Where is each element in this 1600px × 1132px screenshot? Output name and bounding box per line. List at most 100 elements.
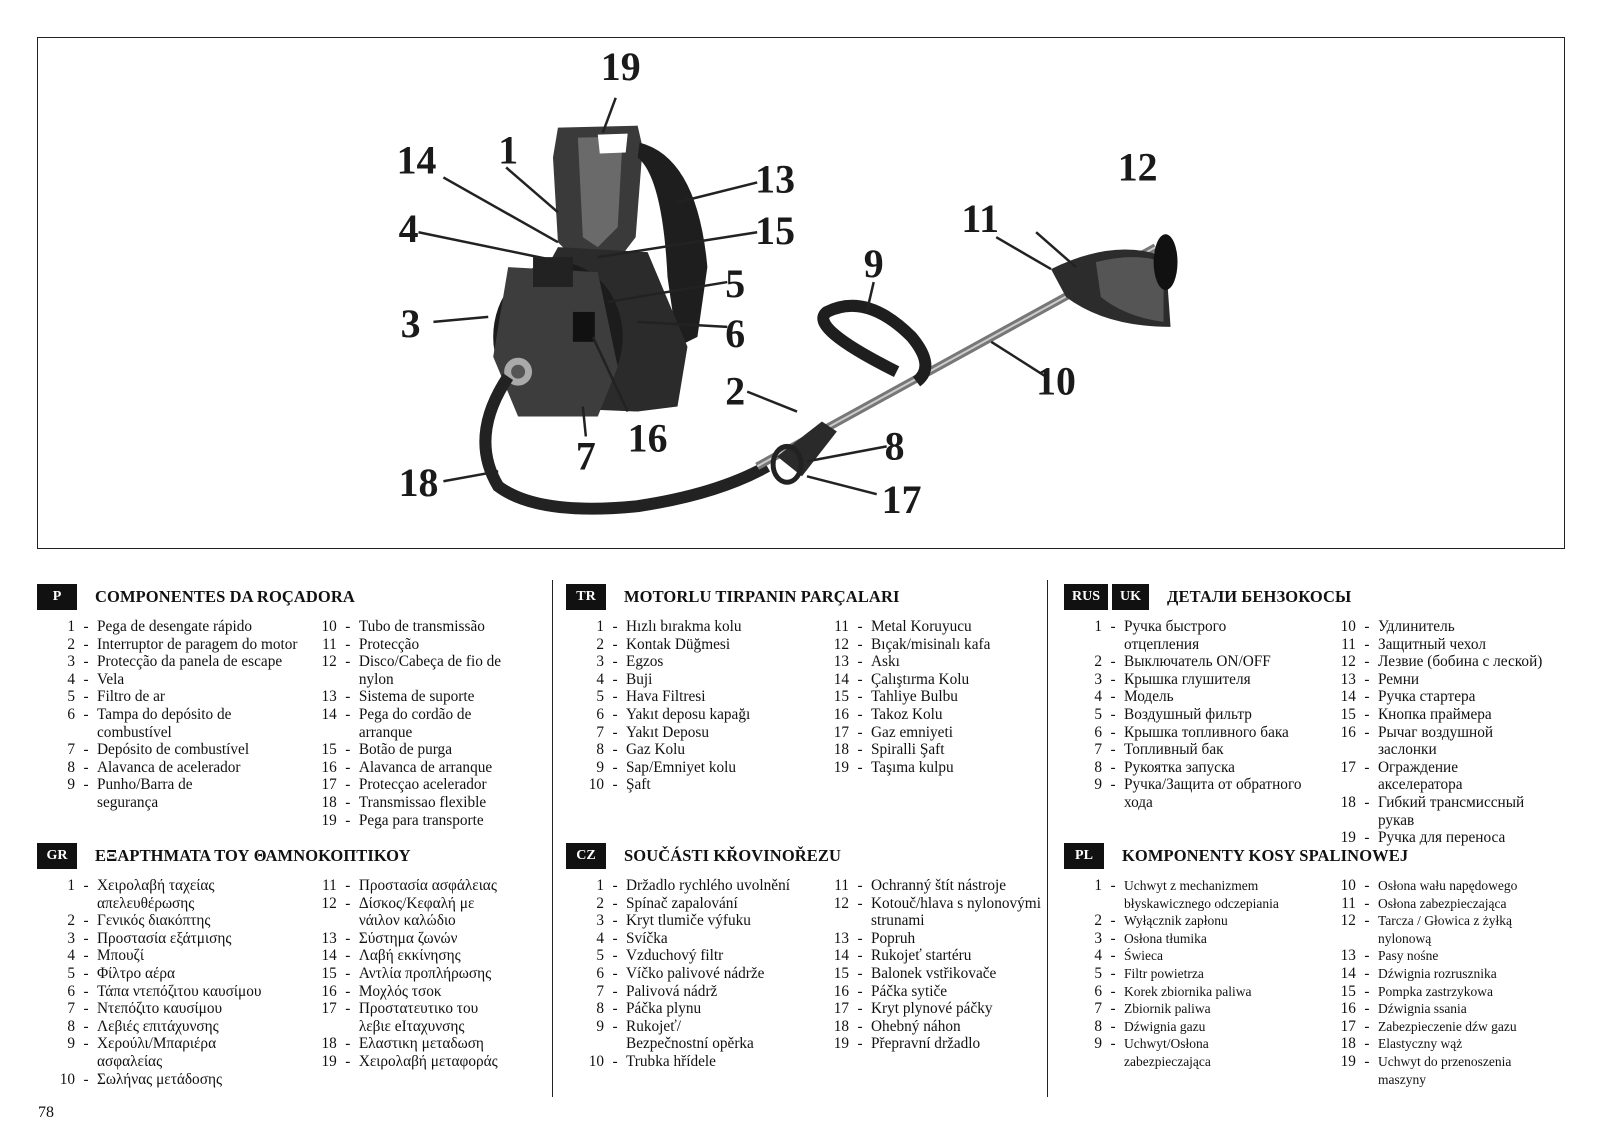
part-label: Выключатель ON/OFF	[1124, 653, 1271, 671]
part-label: Φίλτρο αέρα	[97, 964, 176, 982]
part-number: 10	[59, 1070, 75, 1088]
separator-dash: -	[1364, 635, 1370, 653]
throttle-grip	[770, 421, 837, 485]
part-number: 12	[321, 894, 337, 912]
part-label: Προστατευτικο του λεβιε eΙταχυνσης	[358, 1000, 479, 1035]
separator-dash: -	[612, 688, 618, 706]
part-item: 1-Ручка быстрого отцепления	[1064, 618, 1318, 653]
part-label: Páčka sytiče	[871, 982, 948, 1000]
separator-dash: -	[612, 618, 618, 635]
part-number: 12	[1340, 653, 1356, 671]
part-item: 3-Egzos	[566, 653, 811, 671]
part-label: Popruh	[871, 929, 916, 947]
part-label: Χερούλι/Μπαριέρα ασφαλείας	[97, 1035, 217, 1070]
part-number: 18	[321, 1035, 337, 1053]
part-item: 7-Palivová nádrž	[566, 983, 811, 1001]
part-number: 16	[833, 705, 849, 723]
separator-dash: -	[1364, 829, 1370, 847]
part-number: 11	[834, 618, 849, 635]
part-label: Świeca	[1124, 948, 1163, 964]
part-item: 13-Sistema de suporte	[299, 688, 517, 706]
separator-dash: -	[1364, 877, 1370, 894]
part-number: 9	[67, 1035, 75, 1053]
part-number: 13	[833, 929, 849, 947]
part-label: Защитный чехол	[1377, 635, 1486, 653]
part-number: 11	[834, 877, 849, 894]
separator-dash: -	[83, 670, 89, 688]
separator-dash: -	[857, 705, 863, 723]
separator-dash: -	[857, 877, 863, 894]
separator-dash: -	[345, 1000, 351, 1018]
separator-dash: -	[1364, 705, 1370, 723]
part-label: Ручка для переноса	[1377, 829, 1506, 847]
part-number: 11	[322, 877, 337, 894]
part-number: 8	[67, 758, 75, 776]
separator-dash: -	[1364, 758, 1370, 776]
separator-dash: -	[1364, 723, 1370, 741]
separator-dash: -	[857, 653, 863, 671]
part-number: 7	[67, 1000, 75, 1018]
part-label: Dźwignia ssania	[1377, 1001, 1467, 1017]
section-title: ΕΞΑΡΤΗΜΑΤΑ ΤΟΥ ΘΑΜΝΟΚΟΠΤΙΚΟΥ	[95, 846, 411, 865]
part-label: Páčka plynu	[626, 1000, 702, 1018]
part-item: 16-Alavanca de arranque	[299, 759, 517, 777]
part-number: 19	[833, 1035, 849, 1053]
part-item: 3-Προστασία εξάτμισης	[37, 930, 299, 948]
part-number: 14	[833, 947, 849, 965]
part-label: Tarcza / Głowica z żyłką nylonową	[1377, 913, 1512, 946]
part-label: Protecção	[358, 635, 420, 653]
separator-dash: -	[612, 947, 618, 965]
separator-dash: -	[83, 688, 89, 706]
separator-dash: -	[1110, 688, 1116, 706]
part-label: Kotouč/hlava s nylonovými strunami	[871, 894, 1041, 930]
part-number: 1	[1094, 877, 1102, 894]
separator-dash: -	[612, 670, 618, 688]
part-item: 4-Świeca	[1064, 947, 1318, 965]
part-item: 7-Топливный бак	[1064, 741, 1318, 759]
part-item: 2-Spínač zapalování	[566, 895, 811, 913]
part-number: 3	[596, 912, 604, 930]
separator-dash: -	[83, 1017, 89, 1035]
part-label: Ручка/Защита от обратного хода	[1124, 776, 1302, 811]
part-label: Kontak Düğmesi	[626, 635, 731, 653]
part-label: Spínač zapalování	[626, 894, 738, 912]
separator-dash: -	[857, 982, 863, 1000]
separator-dash: -	[612, 982, 618, 1000]
part-label: Şaft	[626, 776, 651, 794]
part-label: Balonek vstřikovače	[871, 964, 997, 982]
separator-dash: -	[83, 705, 89, 723]
part-number: 15	[833, 688, 849, 706]
product-figure: 19 14 1 13 12 4 15 11 9 5 3 6 10 2 16 8 …	[37, 37, 1565, 549]
part-item: 13-Askı	[811, 653, 1046, 671]
part-label: Pega para transporte	[358, 811, 484, 829]
part-item: 16-Páčka sytiče	[811, 983, 1046, 1001]
separator-dash: -	[857, 929, 863, 947]
part-number: 9	[1094, 776, 1102, 794]
part-label: Tampa do depósito de combustível	[97, 705, 232, 741]
part-number: 17	[833, 1000, 849, 1018]
part-label: Tubo de transmissão	[358, 618, 485, 635]
separator-dash: -	[83, 947, 89, 965]
separator-dash: -	[612, 1017, 618, 1035]
part-label: Filtro de ar	[97, 688, 165, 706]
part-label: Uchwyt/Osłona zabezpieczająca	[1124, 1036, 1211, 1069]
part-item: 11-Защитный чехол	[1318, 636, 1544, 654]
separator-dash: -	[345, 947, 351, 965]
separator-dash: -	[1110, 1000, 1116, 1018]
part-number: 16	[1340, 1000, 1356, 1018]
part-number: 6	[67, 705, 75, 723]
separator-dash: -	[1110, 653, 1116, 671]
part-item: 2-Interruptor de paragem do motor	[37, 636, 299, 654]
separator-dash: -	[83, 1000, 89, 1018]
part-label: Gaz Kolu	[626, 741, 686, 759]
part-number: 19	[1340, 829, 1356, 847]
part-label: Ремни	[1377, 670, 1420, 688]
part-number: 17	[321, 1000, 337, 1018]
separator-dash: -	[345, 688, 351, 706]
part-label: Spiralli Şaft	[871, 741, 945, 759]
part-item: 13-Σύστημα ζωνών	[299, 930, 517, 948]
